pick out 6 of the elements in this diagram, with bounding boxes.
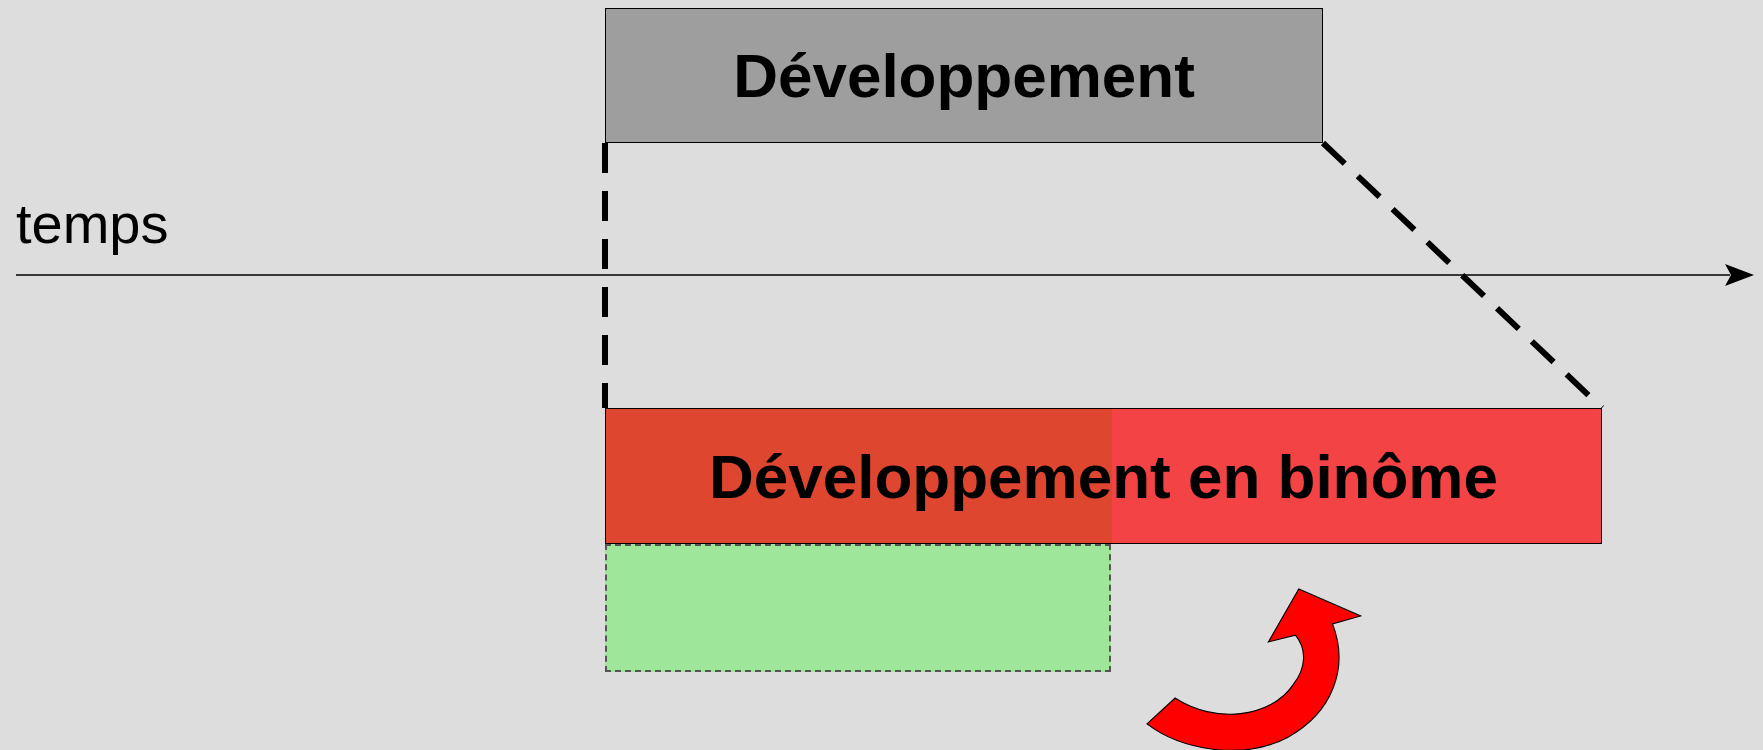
dashed-connector <box>602 143 608 408</box>
dashed-connector <box>1320 140 1605 411</box>
curved-arrow <box>1146 588 1362 750</box>
highlight-box <box>605 544 1111 672</box>
process-box: Développement en binôme <box>605 408 1602 544</box>
process-box: Développement <box>605 8 1323 143</box>
